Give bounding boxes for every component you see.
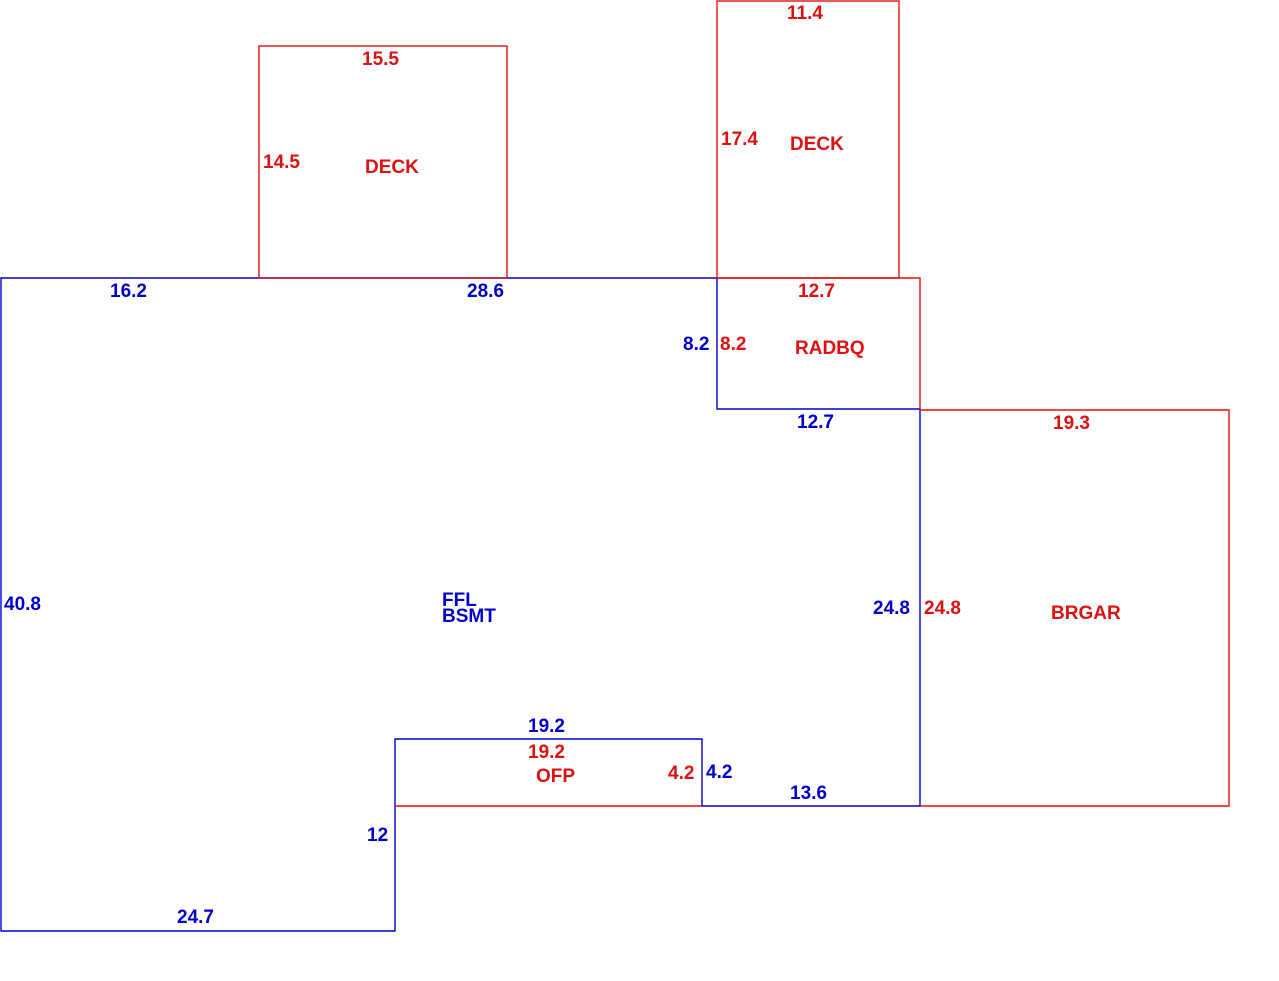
dim-main-left: 40.8 — [4, 594, 41, 615]
dim-main-step-vertical: 12 — [367, 825, 388, 846]
brgar-outline — [920, 409, 1230, 807]
deck-left-outline — [258, 45, 508, 279]
dim-main-top-mid: 28.6 — [467, 281, 504, 302]
dim-deck-left-height: 14.5 — [263, 152, 300, 173]
dim-main-bottom-right: 13.6 — [790, 783, 827, 804]
dim-deck-left-width: 15.5 — [362, 49, 399, 70]
deck-right-label: DECK — [790, 134, 844, 155]
dim-radbq-width: 12.7 — [798, 281, 835, 302]
dim-main-radbq-bottom: 12.7 — [797, 412, 834, 433]
dim-deck-right-width: 11.4 — [787, 3, 823, 24]
dim-main-radbq-left: 8.2 — [683, 334, 709, 355]
main-area-label-bsmt: BSMT — [442, 606, 496, 627]
dim-main-right: 24.8 — [873, 598, 910, 619]
deck-left-label: DECK — [365, 157, 419, 178]
main-outline — [0, 277, 921, 932]
dim-ofp-width: 19.2 — [528, 742, 565, 763]
dim-radbq-height: 8.2 — [720, 334, 746, 355]
radbq-label: RADBQ — [795, 338, 865, 359]
dim-brgar-height: 24.8 — [924, 598, 961, 619]
main-area-label-ffl: FFL — [442, 590, 477, 611]
ofp-label: OFP — [536, 766, 575, 787]
dim-main-ofp-top: 19.2 — [528, 716, 565, 737]
radbq-outline — [717, 277, 921, 409]
dim-main-ofp-right: 4.2 — [706, 762, 732, 783]
dim-brgar-width: 19.3 — [1053, 413, 1090, 434]
dim-deck-right-height: 17.4 — [721, 129, 758, 150]
dim-main-top-left: 16.2 — [110, 281, 147, 302]
dim-ofp-height: 4.2 — [668, 763, 694, 784]
brgar-label: BRGAR — [1051, 603, 1121, 624]
dim-main-bottom-left: 24.7 — [177, 907, 214, 928]
